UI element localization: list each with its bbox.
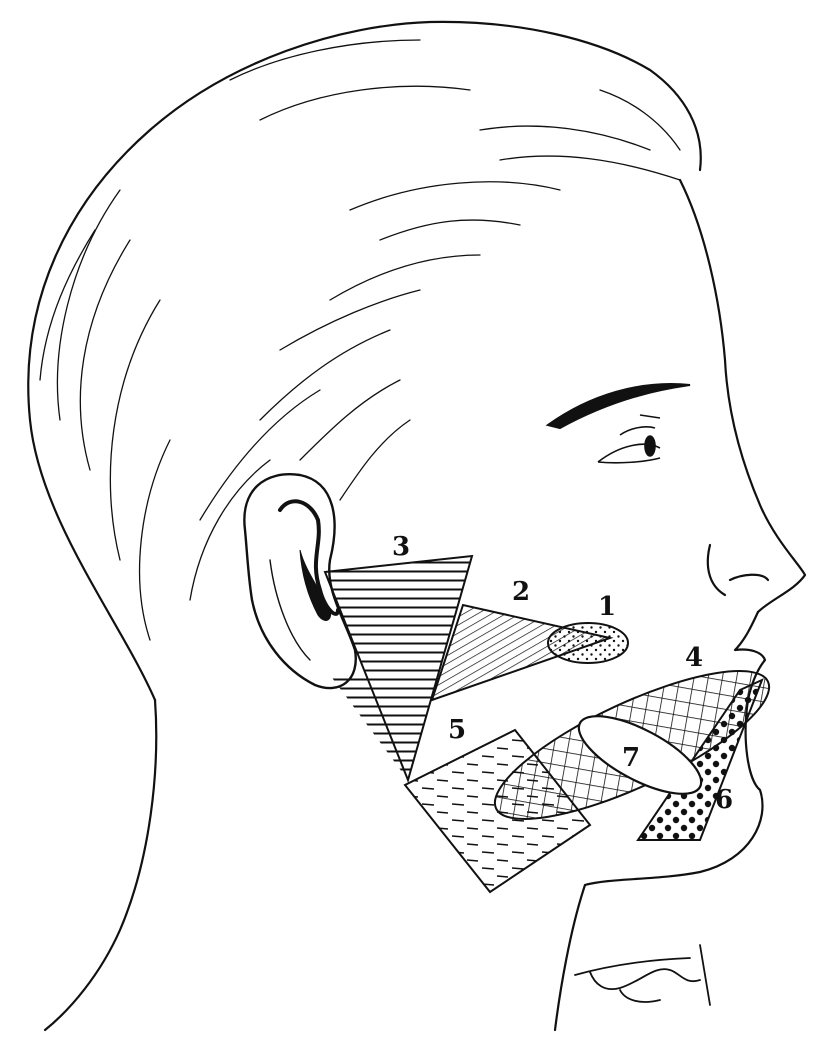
head-outline [28,22,805,1030]
hair-strokes [40,40,680,640]
label-1: 1 [598,592,616,622]
label-4: 4 [685,643,703,673]
label-3: 3 [392,532,410,562]
eyebrow [548,384,690,428]
label-2: 2 [512,577,530,607]
artist-signature [575,945,710,1005]
eye [598,415,660,463]
label-5: 5 [448,715,466,745]
label-6: 6 [715,785,733,815]
region-1 [548,623,628,663]
label-7: 7 [622,743,640,773]
region-3-lower [330,665,430,780]
